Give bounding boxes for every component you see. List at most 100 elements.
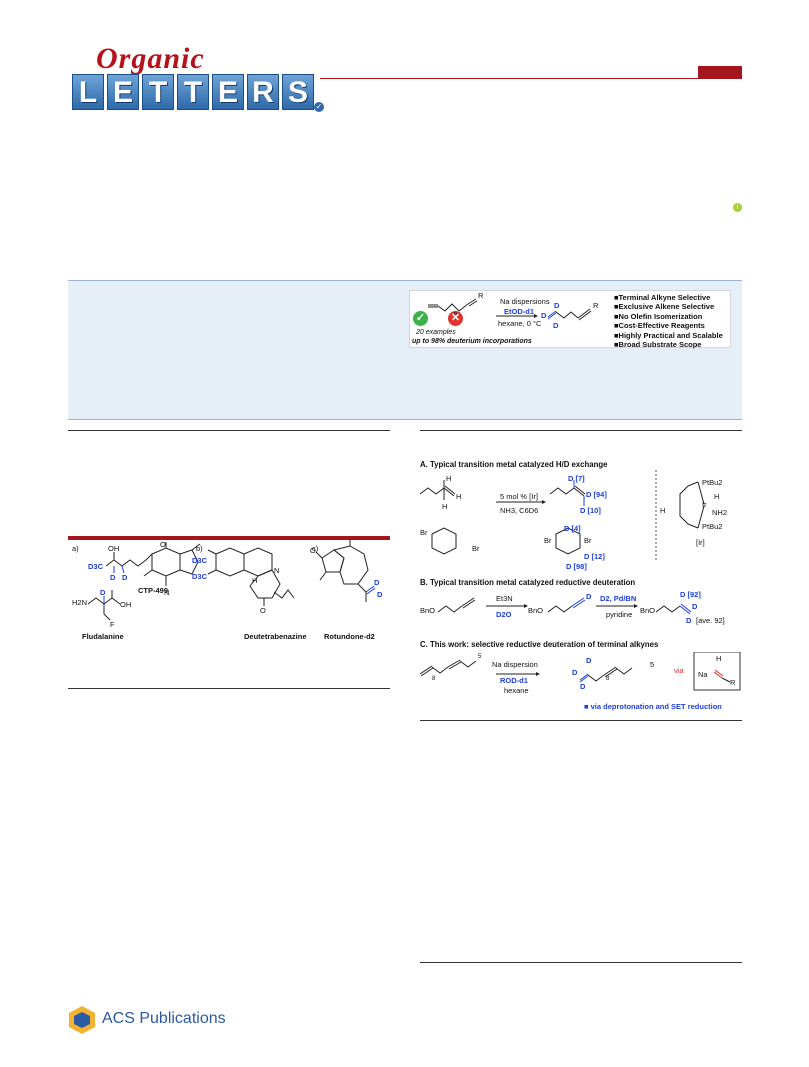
ir-metal-label: Ir (702, 500, 707, 509)
logo-tiles: L E T T E R S (72, 74, 314, 110)
scheme-a-d94: D [94] (586, 490, 607, 499)
logo-tile: R (247, 74, 279, 110)
scheme-c-n-label: 5 (650, 660, 655, 669)
toc-incorporation: up to 98% deuterium incorporations (412, 338, 532, 345)
toc-d-label: D (553, 321, 559, 330)
publisher-name: ACS Publications (102, 1010, 226, 1027)
ir-hydride-label: H (714, 492, 720, 501)
figure1-structures (87, 540, 376, 621)
toc-condition-solvent: EtOD-d1 (504, 307, 534, 316)
toc-condition-reagent: Na dispersions (500, 297, 550, 306)
d-label: D (586, 592, 592, 601)
scheme-c-title: C. This work: selective reductive deuter… (420, 640, 659, 649)
br-label: Br (472, 544, 480, 553)
f-label: F (110, 620, 115, 629)
intermediate-r-label: R (730, 678, 736, 687)
ctp-499-label: CTP-499 (138, 586, 169, 595)
d-label: D (692, 602, 698, 611)
toc-bullet: Exclusive Alkene Selective (614, 302, 723, 311)
ir-ligand-bottom: PtBu2 (702, 522, 723, 531)
bno-label: BnO (528, 606, 544, 615)
scheme-a-solvent: NH3, C6D6 (500, 506, 539, 515)
scheme-b-gas: D2, Pd/BN (600, 594, 637, 603)
open-access-check-icon: ✓ (314, 102, 324, 112)
figure1-top-bar (68, 536, 390, 540)
logo-tile: E (212, 74, 244, 110)
d-label: D (686, 616, 692, 625)
d-label: D (572, 668, 578, 677)
oh-label: OH (108, 544, 120, 553)
d-label: D (580, 682, 586, 691)
toc-bullet: Highly Practical and Scalable (614, 331, 723, 340)
scheme-a-d10: D [10] (580, 506, 601, 515)
logo-tile: L (72, 74, 104, 110)
scheme-c-mechanism-note: ■ via deprotonation and SET reduction (584, 702, 722, 711)
fludalanine-label: Fludalanine (82, 632, 124, 641)
toc-substrate-structure (428, 298, 592, 321)
scheme-b-deuterium-source: D2O (496, 610, 512, 619)
br-label: Br (584, 536, 592, 545)
scheme-c-deuterium-source: ROD-d1 (500, 676, 528, 685)
n-label: N (164, 588, 170, 597)
scheme-b-title: B. Typical transition metal catalyzed re… (420, 578, 636, 587)
scheme-c-n-label: 5 (478, 654, 482, 660)
logo-tile: T (142, 74, 174, 110)
scheme-c-n-label: 8 (432, 676, 436, 682)
h2n-label: H2N (72, 598, 88, 607)
d-label: D (377, 590, 383, 599)
toc-examples: 20 examples (416, 329, 456, 336)
br-label: Br (420, 528, 428, 537)
toc-bullet: Broad Substrate Scope (614, 340, 723, 349)
intermediate-h-label: H (716, 654, 722, 663)
scheme-b-solvent: pyridine (606, 610, 633, 619)
panel-label-a: a) (72, 544, 79, 553)
acs-publications-logo: ACS Publications (66, 1004, 236, 1036)
scheme-reductive-deuteration: A. Typical transition metal catalyzed H/… (420, 456, 742, 718)
ir-nh2-label: NH2 (712, 508, 728, 517)
scheme-b-structures (437, 597, 692, 615)
toc-condition-temperature: hexane, 0 °C (498, 319, 542, 328)
logo-tile: T (177, 74, 209, 110)
scheme-a-d98: D [98] (566, 562, 587, 571)
scheme-a-structures (420, 470, 705, 562)
toc-r-label: R (478, 291, 484, 300)
intermediate-na-label: Na (698, 670, 708, 679)
scheme-c-via: via (674, 666, 684, 675)
figure2-bottom-rule (420, 720, 742, 721)
h-label: H (456, 492, 462, 501)
column-end-rule (420, 962, 742, 963)
ir-catalyst-label: [Ir] (696, 538, 705, 547)
toc-d-label: D (554, 301, 560, 310)
toc-bullet-list: Terminal Alkyne Selective Exclusive Alke… (614, 293, 723, 349)
d3c-label: D3C (192, 572, 208, 581)
scheme-c-reagent: Na dispersion (492, 660, 538, 669)
ir-h-label: H (660, 506, 666, 515)
orcid-icon[interactable]: i (733, 203, 742, 212)
logo-script-word: Organic (96, 42, 205, 75)
scheme-b-base: Et3N (496, 594, 513, 603)
check-icon: ✓ (413, 311, 428, 326)
toc-bullet: No Olefin Isomerization (614, 312, 723, 321)
cross-icon: ✕ (448, 311, 463, 326)
scheme-c-structures (420, 652, 741, 691)
br-label: Br (544, 536, 552, 545)
toc-d-label: D (541, 311, 547, 320)
panel-label-c: c) (312, 544, 319, 553)
d-label: D (100, 588, 106, 597)
bno-label: BnO (420, 606, 436, 615)
journal-logo: Organic L E T T E R S ✓ (72, 42, 330, 112)
header-color-box (698, 66, 742, 79)
d3c-label: D3C (192, 556, 208, 565)
scheme-c-solvent: hexane (504, 686, 529, 695)
oh-label: OH (120, 600, 132, 609)
n-label: N (274, 566, 280, 575)
scheme-c-note-text: via deprotonation and SET reduction (590, 702, 722, 711)
scheme-a-d12: D [12] (584, 552, 605, 561)
toc-graphic: ✓ ✕ R n D D D R Na dispersions EtOD-d1 h… (409, 290, 731, 349)
toc-n-label: n (454, 311, 457, 317)
logo-tile: S (282, 74, 314, 110)
scheme-a-catalyst: 5 mol % [Ir] (500, 492, 538, 501)
h-label: H (442, 502, 448, 511)
scheme-a-d7: D [7] (568, 474, 585, 483)
toc-bullet: Cost-Effective Reagents (614, 321, 723, 330)
